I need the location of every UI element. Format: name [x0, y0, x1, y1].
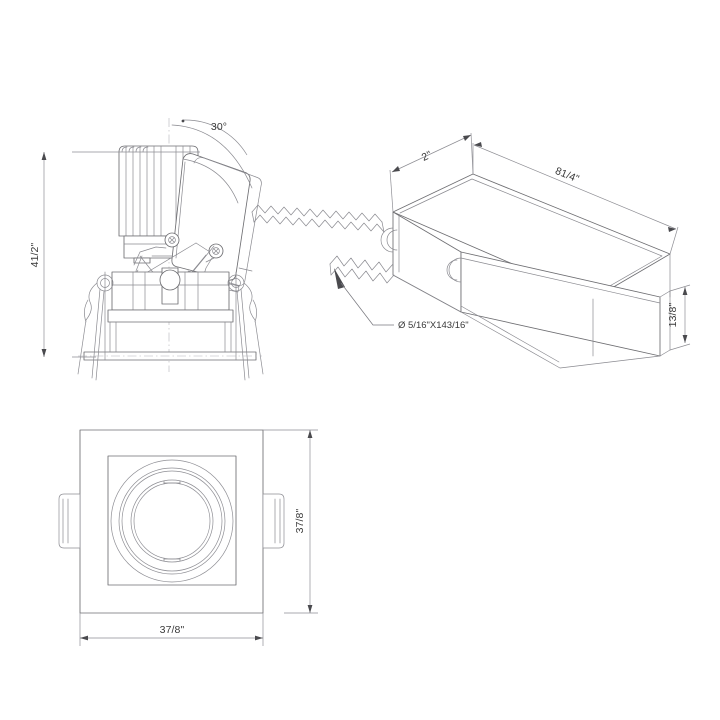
tilt-swing-arc — [171, 124, 253, 204]
dimension-trim-width: 37/8" — [79, 613, 264, 646]
spring-clip-right — [262, 493, 285, 549]
dimension-label-trim-height: 37/8" — [294, 508, 306, 533]
dimension-label-tilt-angle: 30° — [211, 121, 227, 133]
recessed-housing — [83, 267, 257, 361]
dimension-label-box-height: 13/8" — [667, 302, 679, 327]
box-flex-conduit — [329, 255, 395, 284]
dimension-side-height: 41/2" — [29, 151, 200, 358]
dimension-label-side-height: 41/2" — [29, 242, 41, 267]
tilted-lamp-head — [171, 153, 262, 293]
junction-box-isometric-view: 2" 81/4" 13/8" — [329, 132, 691, 369]
spring-clip-left — [58, 493, 81, 549]
dimension-box-height: 13/8" — [667, 284, 691, 351]
dimension-box-width: 2" — [389, 132, 474, 213]
reflector-rings — [110, 459, 234, 583]
conduit-callout: Ø 5/16"X143/16" — [334, 268, 469, 331]
mounting-springs — [77, 271, 264, 381]
dimension-label-box-width: 2" — [420, 149, 434, 164]
dimension-tilt-angle: 30° — [181, 119, 248, 156]
conduit-callout-label: Ø 5/16"X143/16" — [398, 320, 469, 331]
flex-conduit — [251, 204, 385, 233]
dimension-trim-height: 37/8" — [263, 429, 318, 614]
dimension-label-trim-width: 37/8" — [160, 624, 185, 636]
bottom-plan-view: 37/8" 37/8" — [58, 429, 318, 646]
side-section-view: 41/2" 30° — [29, 118, 385, 381]
dimension-label-box-length: 81/4" — [553, 165, 581, 185]
